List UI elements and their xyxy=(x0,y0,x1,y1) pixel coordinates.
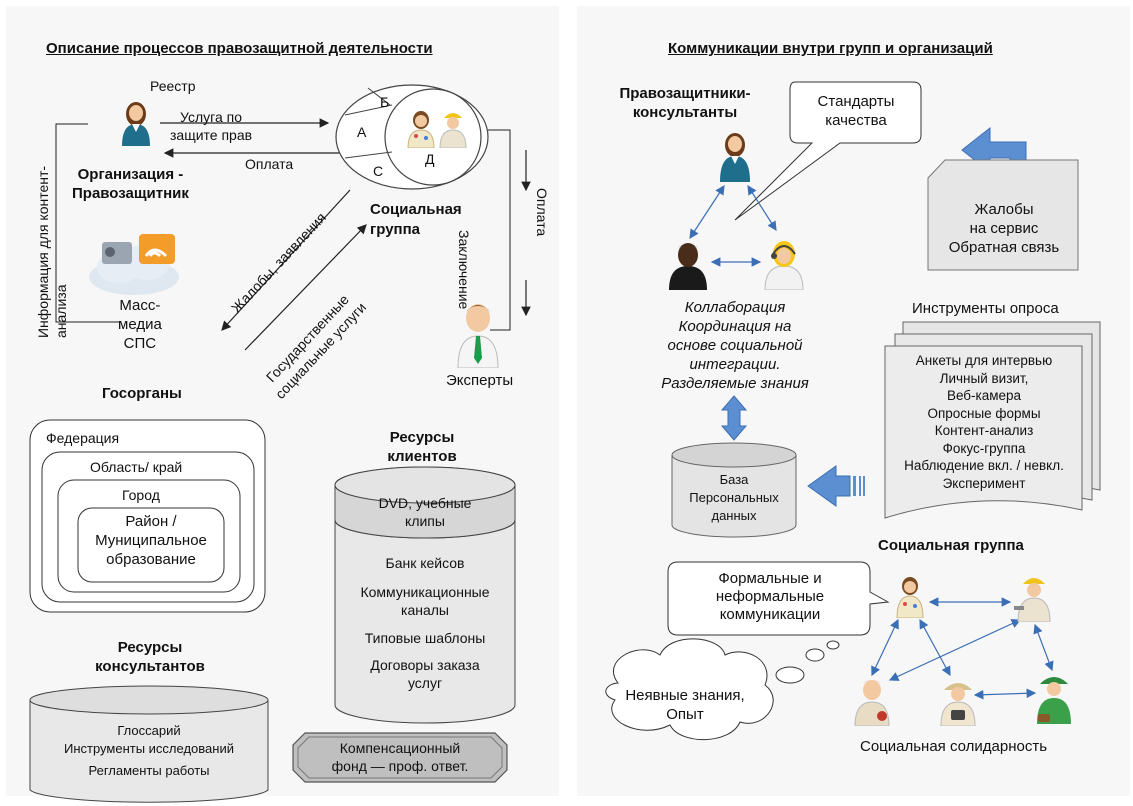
person-photographer-icon xyxy=(940,683,976,726)
mass-media-label: Масс- медиа СПС xyxy=(118,297,162,352)
state-services-arrow xyxy=(244,224,367,351)
social-group-right-label: Социальная группа xyxy=(878,537,1024,554)
person-builder-icon xyxy=(1014,578,1051,622)
person-artist-icon xyxy=(896,577,924,618)
client-item: Договоры заказа услуг xyxy=(370,657,480,691)
region-label: Область/ край xyxy=(90,459,183,475)
social-group-label: Социальная группа xyxy=(370,201,462,238)
left-title: Описание процессов правозащитной деятель… xyxy=(46,40,433,57)
experts-label: Эксперты xyxy=(446,372,514,389)
client-resources-title: Ресурсы клиентов xyxy=(387,429,457,465)
segment-b: Б xyxy=(380,94,390,110)
registry-label: Реестр xyxy=(150,78,196,94)
city-label: Город xyxy=(122,487,160,503)
complaints-box xyxy=(927,159,1079,271)
survey-pages xyxy=(884,345,1083,519)
consultant-resources-title: Ресурсы консультантов xyxy=(95,639,205,675)
survey-title: Инструменты опроса xyxy=(912,300,1059,317)
org-label: Организация - Правозащитник xyxy=(72,166,189,202)
right-title: Коммуникации внутри групп и организаций xyxy=(668,40,993,57)
social-group-inner-circle xyxy=(384,88,482,186)
client-item: Банк кейсов xyxy=(385,555,465,571)
person-man-tie-icon xyxy=(457,304,499,368)
person-woman-teal-icon xyxy=(122,102,150,146)
segment-d: Д xyxy=(425,151,435,167)
client-item: Типовые шаблоны xyxy=(364,630,486,646)
consultant-item: Глоссарий xyxy=(117,723,181,738)
formal-bubble xyxy=(667,561,890,636)
fund-octagon xyxy=(292,732,508,783)
conclusion-label: Заключение xyxy=(456,230,472,310)
person-man-dark-icon xyxy=(669,243,707,290)
info-content-label: Информация для контент- анализа xyxy=(35,165,69,338)
client-top-label: DVD, учебные клипы xyxy=(378,495,472,529)
mass-media-cloud-icon xyxy=(89,234,179,295)
formal-label: Формальные и неформальные коммуникации xyxy=(715,570,825,623)
consultant-item: Регламенты работы xyxy=(88,763,210,778)
tacit-cloud xyxy=(605,638,774,741)
person-woman-teal-icon xyxy=(720,133,750,182)
solidarity-label: Социальная солидарность xyxy=(860,738,1048,755)
db-label: База Персональных данных xyxy=(689,472,779,523)
segment-c: С xyxy=(373,163,384,179)
tacit-label: Неявные знания, Опыт xyxy=(625,687,745,723)
db-cylinder-top xyxy=(671,442,797,468)
complaints-service-label: Жалобы на сервис Обратная связь xyxy=(948,201,1060,256)
payment-label: Оплата xyxy=(245,156,294,172)
person-builder-icon xyxy=(439,113,467,148)
gov-label: Госорганы xyxy=(102,385,182,402)
segment-a: А xyxy=(357,124,367,140)
complaints-arrow xyxy=(221,189,351,331)
district-box xyxy=(77,507,225,583)
person-artist-icon xyxy=(407,111,435,148)
collaboration-label: Коллаборация Координация на основe социа… xyxy=(661,299,809,392)
federation-label: Федерация xyxy=(46,430,120,446)
person-operator-yellow-icon xyxy=(764,241,804,290)
payment-vertical-label: Оплата xyxy=(534,188,550,237)
consultant-item: Инструменты исследований xyxy=(64,741,234,756)
fund-label: Компенсационный фонд — проф. ответ. xyxy=(331,740,469,774)
standards-bubble xyxy=(734,81,922,221)
db-double-arrow xyxy=(720,395,748,441)
person-man-red-icon xyxy=(854,680,890,726)
person-gardener-icon xyxy=(1037,677,1071,724)
survey-to-db-arrow xyxy=(807,465,851,507)
consultants-label: Правозащитники- консультанты xyxy=(619,85,751,121)
client-item: Коммуникационные каналы xyxy=(360,584,490,618)
survey-items: Анкеты для интервью Личный визит, Веб-ка… xyxy=(904,353,1064,491)
service-label: Услуга по защите прав xyxy=(170,109,253,143)
district-label: Район / Муниципальное образование xyxy=(95,513,207,568)
standards-label: Стандарты качества xyxy=(817,93,895,129)
